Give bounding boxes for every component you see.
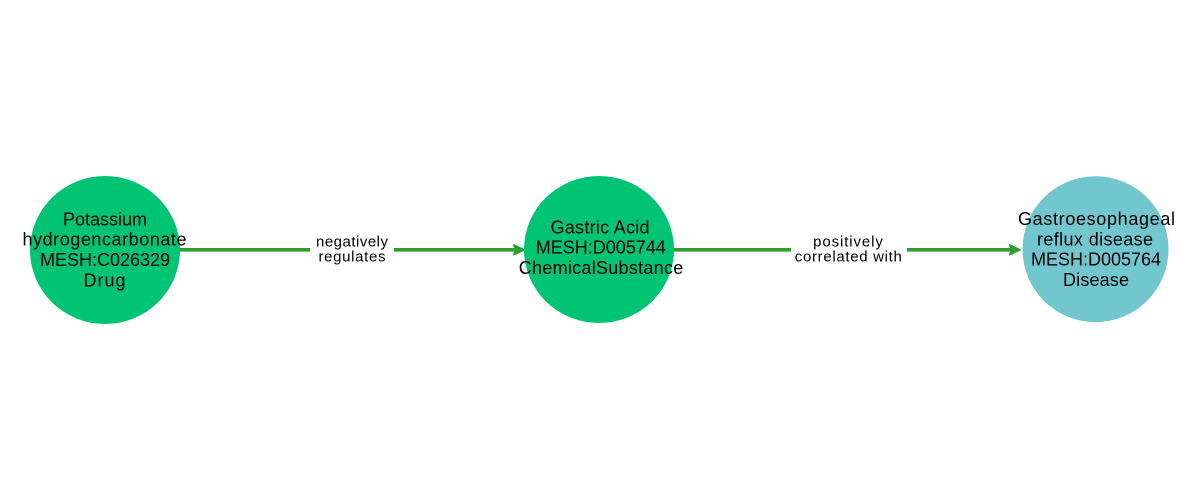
svg-text:MESH:C026329: MESH:C026329 bbox=[40, 250, 170, 270]
svg-text:MESH:D005764: MESH:D005764 bbox=[1031, 250, 1161, 270]
svg-text:ChemicalSubstance: ChemicalSubstance bbox=[519, 258, 684, 278]
svg-text:Potassium: Potassium bbox=[63, 209, 147, 229]
svg-text:regulates: regulates bbox=[319, 249, 386, 266]
svg-text:reflux disease: reflux disease bbox=[1037, 229, 1153, 249]
svg-text:MESH:D005744: MESH:D005744 bbox=[536, 238, 666, 258]
svg-text:Disease: Disease bbox=[1063, 270, 1129, 290]
svg-text:Gastric Acid: Gastric Acid bbox=[551, 217, 650, 237]
svg-text:Drug: Drug bbox=[84, 270, 126, 290]
svg-text:correlated with: correlated with bbox=[795, 249, 902, 266]
svg-text:positively: positively bbox=[813, 233, 883, 250]
svg-text:negatively: negatively bbox=[316, 233, 389, 250]
svg-text:Gastroesophageal: Gastroesophageal bbox=[1018, 209, 1175, 229]
svg-text:hydrogencarbonate: hydrogencarbonate bbox=[23, 230, 187, 250]
